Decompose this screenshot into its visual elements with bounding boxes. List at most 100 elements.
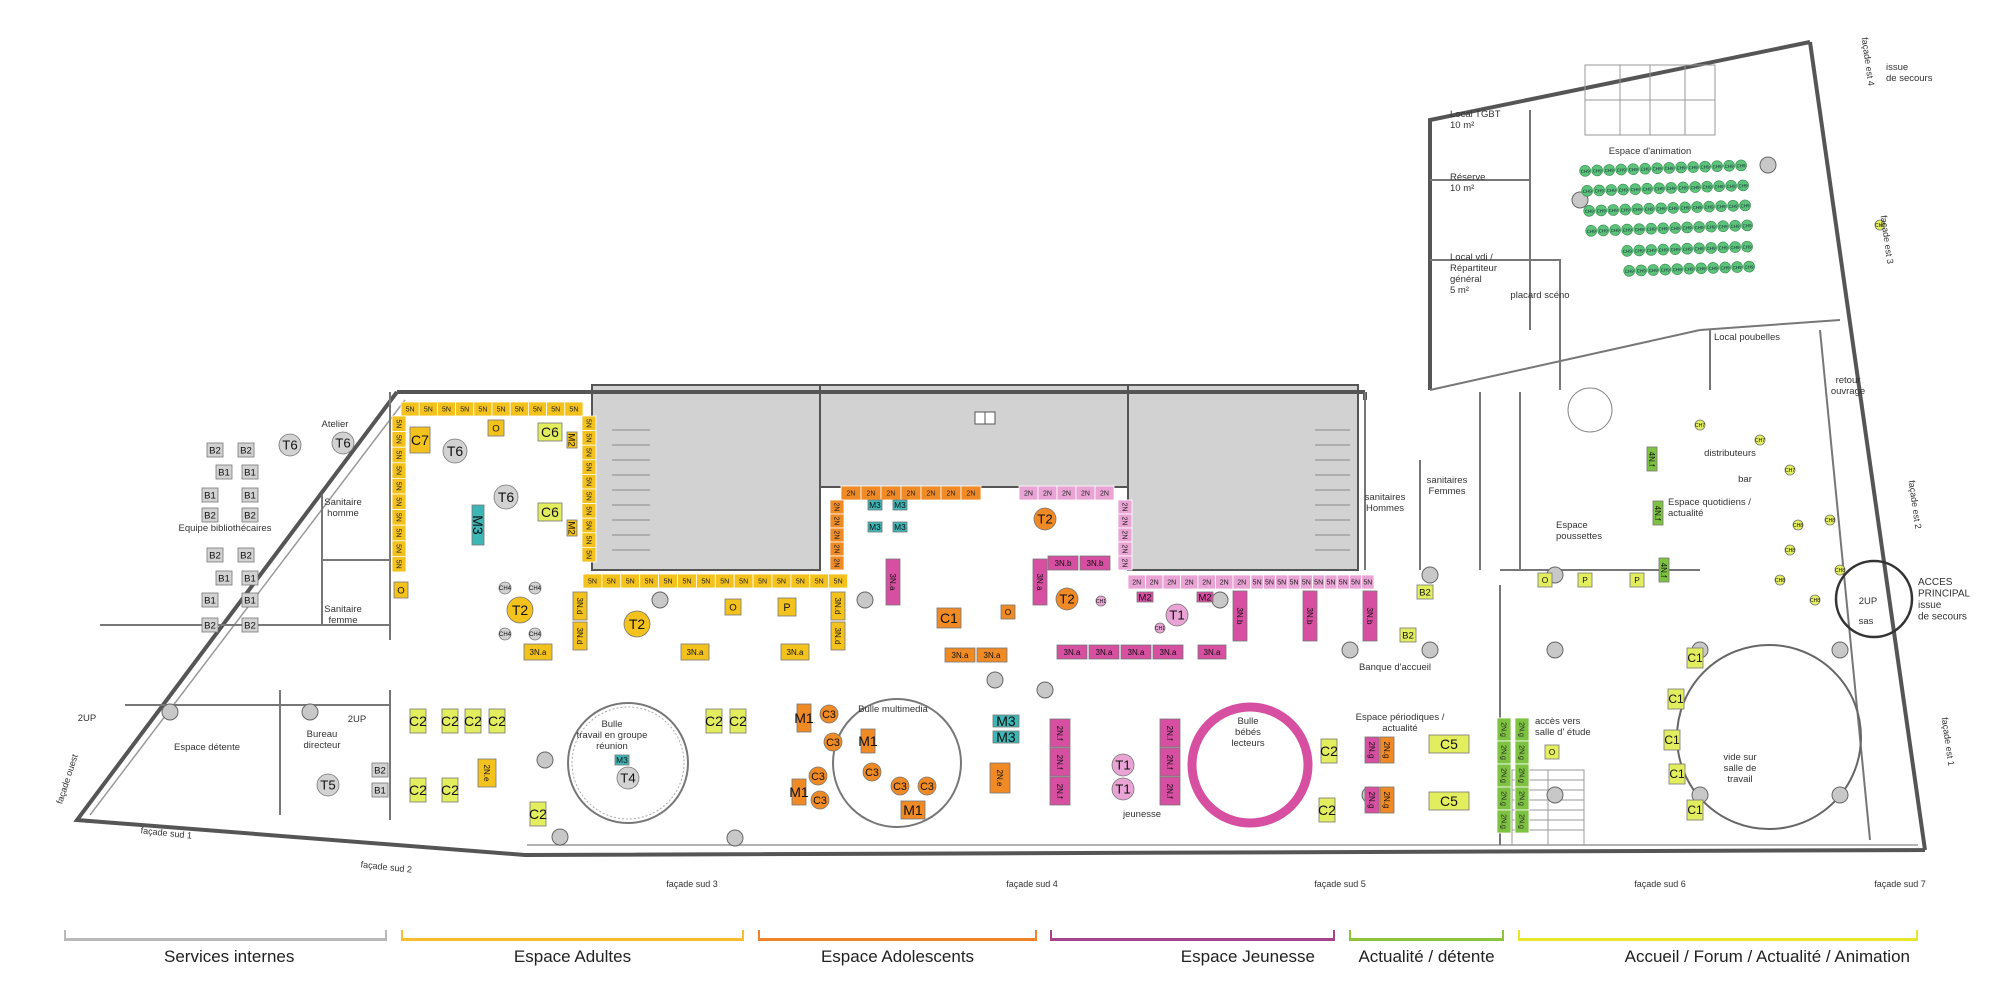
chair xyxy=(1725,179,1737,192)
shelf-label: 5N xyxy=(497,407,506,414)
furniture-c2: C2 xyxy=(705,708,723,734)
shelf-label: 2N xyxy=(1167,580,1176,587)
shelf-label: 2N.g xyxy=(1500,768,1507,783)
furniture-3n-d: 3N.d xyxy=(572,591,588,621)
furniture-tag: B1 xyxy=(218,467,230,478)
chair xyxy=(1593,184,1605,197)
furniture-c1: C1 xyxy=(1686,799,1704,821)
furniture-tag: B2 xyxy=(240,445,252,456)
furniture-tag: M3 xyxy=(996,713,1016,729)
furniture-p: P xyxy=(1629,572,1645,588)
legend-item: Espace Jeunesse xyxy=(1050,930,1335,970)
furniture-ch7: CH7 xyxy=(1754,434,1766,446)
furniture-3n-a: 3N.a xyxy=(1197,644,1227,660)
furniture-tag: B2 xyxy=(209,445,221,456)
chair-label: CH9 xyxy=(1703,184,1713,189)
furniture-3n-a: 3N.a xyxy=(885,558,901,606)
stair-core-west xyxy=(591,384,821,571)
furniture-tag: C3 xyxy=(865,767,879,779)
shelf-unit xyxy=(960,485,982,501)
furniture-tag: B1 xyxy=(374,785,386,796)
chair xyxy=(1633,244,1645,257)
furniture-tag: 3N.a xyxy=(1128,648,1145,657)
chair xyxy=(1729,241,1741,253)
furniture-tag: CH4 xyxy=(499,632,512,638)
furniture-m3: M3 xyxy=(892,499,908,511)
shelf-label: 2N xyxy=(1220,580,1229,587)
stair-salle-etude xyxy=(1511,769,1585,846)
furniture-3n-a: 3N.a xyxy=(1088,644,1120,660)
furniture-tag: 3N.a xyxy=(1035,574,1044,591)
shelf-label: 2N xyxy=(1202,580,1211,587)
chair-label: CH9 xyxy=(1731,224,1741,229)
furniture-tag: B1 xyxy=(204,490,216,501)
furniture-tag: B2 xyxy=(209,550,221,561)
chair xyxy=(1701,180,1713,193)
legend-item: Actualité / détente xyxy=(1349,930,1504,970)
furniture-o: O xyxy=(487,419,505,437)
chair-label: CH9 xyxy=(1643,187,1653,192)
facade-label: façade sud 2 xyxy=(360,859,412,874)
furniture-c2: C2 xyxy=(441,777,459,803)
furniture-tag: C2 xyxy=(464,713,482,729)
room-label: sas xyxy=(1859,616,1874,627)
chair xyxy=(1627,163,1639,175)
chair xyxy=(1631,203,1643,215)
chair-label: CH9 xyxy=(1669,206,1679,211)
chair-label: CH9 xyxy=(1629,167,1639,172)
shelf-label: 2N xyxy=(1043,491,1052,498)
furniture-3n-a: 3N.a xyxy=(944,647,976,663)
room-label: 2UP xyxy=(1859,596,1877,607)
legend-bar xyxy=(758,930,1037,941)
chair xyxy=(1683,262,1695,275)
chair-label: CH9 xyxy=(1609,208,1619,213)
chair-label: CH9 xyxy=(1617,167,1627,172)
furniture-c6: C6 xyxy=(537,502,563,522)
shelf-label: 5N xyxy=(1363,580,1372,587)
furniture-tag: T6 xyxy=(282,438,297,453)
furniture-c2: C2 xyxy=(729,708,747,734)
furniture-tag: CH1 xyxy=(1155,626,1165,632)
chair xyxy=(1743,260,1755,273)
column xyxy=(1421,566,1439,584)
chair-label: CH9 xyxy=(1659,247,1669,252)
shelf-unit xyxy=(1496,809,1512,834)
furniture-p: P xyxy=(1577,572,1593,588)
column xyxy=(1036,681,1054,699)
chair xyxy=(1695,262,1707,275)
furniture-tag: C1 xyxy=(1669,767,1685,781)
chair-label: CH9 xyxy=(1673,267,1683,272)
furniture-b2: B2 xyxy=(1416,584,1434,600)
inner-wall-line xyxy=(89,399,1918,846)
furniture-tag: C3 xyxy=(893,781,907,793)
furniture-tag: 3N.b xyxy=(1365,608,1374,625)
furniture-tag: 2N.e xyxy=(482,765,491,782)
furniture-tag: 2N.f xyxy=(1165,755,1174,770)
furniture-c2: C2 xyxy=(464,708,482,734)
furniture-tag: 2N.g xyxy=(1382,742,1391,759)
chair xyxy=(1679,201,1691,214)
room-label: Banque d'accueil xyxy=(1359,662,1431,673)
chair-label: CH9 xyxy=(1707,246,1717,251)
furniture-tag: CH1 xyxy=(1096,599,1106,605)
sas-circle xyxy=(1834,559,1914,639)
chair-label: CH9 xyxy=(1689,165,1699,170)
chair-label: CH9 xyxy=(1695,246,1705,251)
furniture-tag: 3N.a xyxy=(687,648,704,657)
furniture-ch1: CH1 xyxy=(1095,595,1107,607)
facade-label: façade sud 3 xyxy=(666,879,718,889)
furniture-tag: T6 xyxy=(498,489,515,505)
shelf-label: 5N xyxy=(682,579,691,586)
furniture-tag: C2 xyxy=(705,713,723,729)
chair xyxy=(1741,240,1753,253)
shelf-label: 2N xyxy=(947,491,956,498)
chair-label: CH9 xyxy=(1691,185,1701,190)
shelf-label: 5N xyxy=(758,579,767,586)
furniture-c2: C2 xyxy=(409,708,427,734)
chair xyxy=(1703,200,1715,213)
